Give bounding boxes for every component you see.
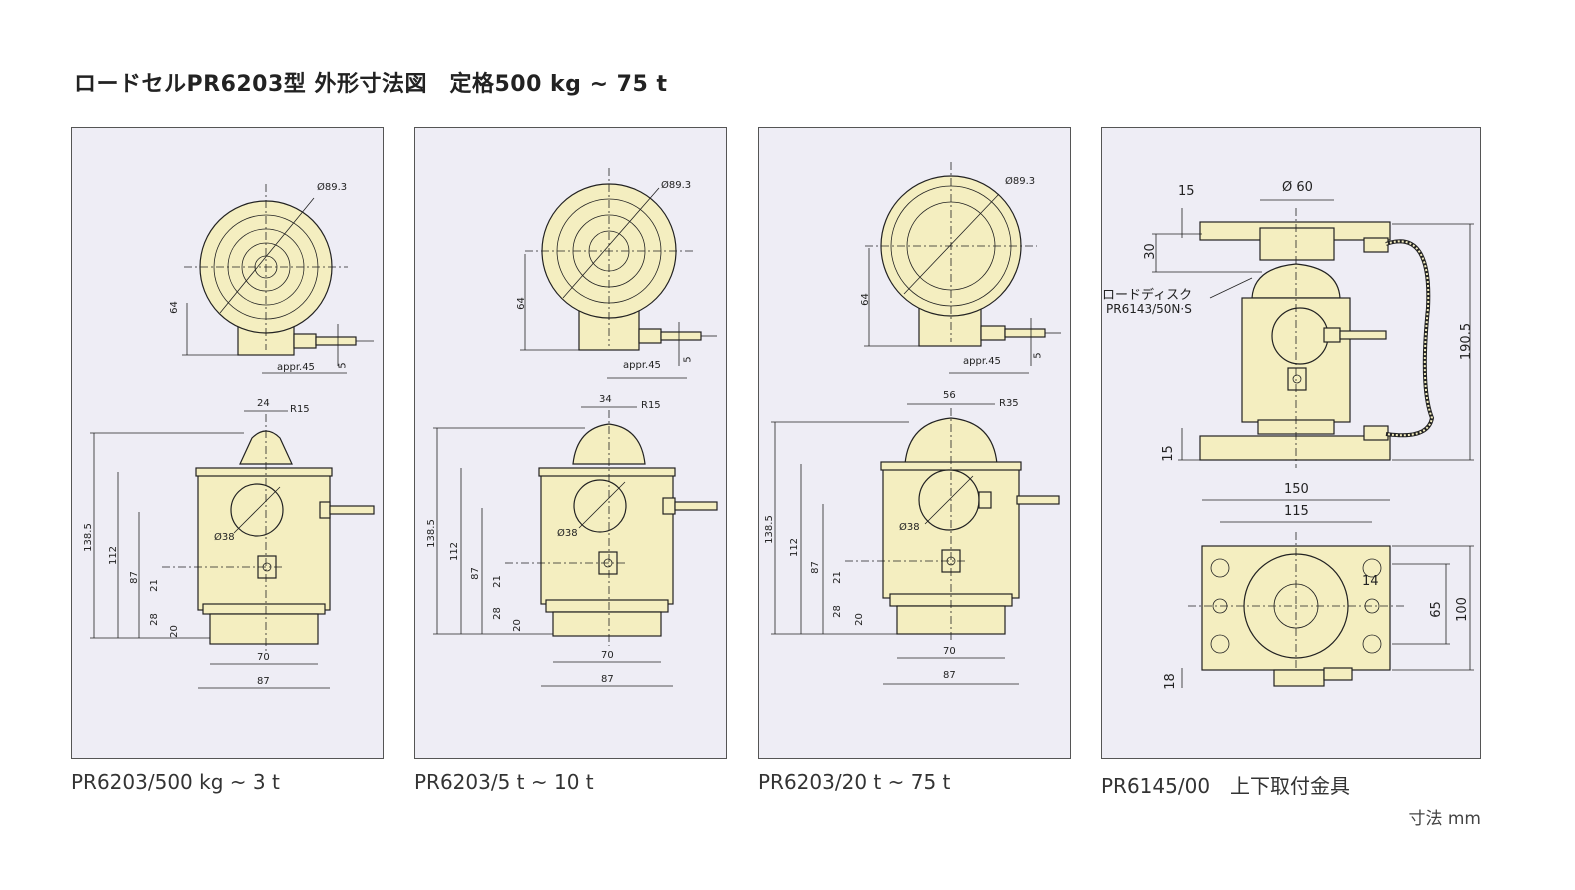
dim-height-20: 20 bbox=[853, 613, 865, 626]
dim-height-28: 28 bbox=[491, 607, 503, 620]
loadcell-drawing-1 bbox=[90, 184, 375, 689]
dim-height-190: 190.5 bbox=[1459, 322, 1475, 361]
dim-dome-width: 24 bbox=[257, 398, 270, 409]
dim-dome-radius: R15 bbox=[290, 404, 310, 415]
caption-panel-1: PR6203/500 kg ~ 3 t bbox=[71, 770, 280, 794]
dim-width-115: 115 bbox=[1284, 504, 1309, 519]
page-title: ロードセルPR6203型 外形寸法図 定格500 kg ~ 75 t bbox=[74, 72, 668, 97]
dim-diameter-top: Ø89.3 bbox=[317, 182, 348, 193]
dim-cable-length: appr.45 bbox=[623, 360, 661, 371]
dim-height-138: 138.5 bbox=[82, 523, 94, 552]
caption-panel-mount: PR6145/00 上下取付金具 bbox=[1101, 774, 1351, 798]
dim-dome-radius: R35 bbox=[999, 398, 1019, 409]
dim-cable-5: 5 bbox=[682, 356, 694, 363]
mount-drawing bbox=[1152, 199, 1474, 688]
dim-width-70: 70 bbox=[601, 650, 614, 661]
dim-width-150: 150 bbox=[1284, 482, 1309, 497]
dim-height-21: 21 bbox=[491, 575, 503, 588]
unit-note: 寸法 mm bbox=[1408, 809, 1481, 829]
dim-height-138: 138.5 bbox=[763, 515, 775, 544]
caption-panel-3: PR6203/20 t ~ 75 t bbox=[758, 770, 951, 794]
dim-cable-5: 5 bbox=[1032, 352, 1044, 359]
dim-width-87: 87 bbox=[257, 676, 270, 687]
dim-width-70: 70 bbox=[257, 652, 270, 663]
dim-height-112: 112 bbox=[108, 545, 120, 566]
dim-diameter-60: Ø 60 bbox=[1282, 180, 1313, 195]
dim-bottom-15: 15 bbox=[1160, 445, 1176, 462]
dim-cable-length: appr.45 bbox=[963, 356, 1001, 367]
dim-dome-width: 34 bbox=[599, 394, 612, 405]
dim-gauge-diameter: Ø38 bbox=[557, 528, 578, 539]
dim-height-64: 64 bbox=[859, 293, 871, 306]
dim-height-100: 100 bbox=[1454, 597, 1470, 622]
dim-cable-5: 5 bbox=[337, 362, 349, 369]
label-load-disk-part: PR6143/50N·S bbox=[1106, 302, 1192, 316]
dim-width-87: 87 bbox=[943, 670, 956, 681]
dim-height-138: 138.5 bbox=[425, 519, 437, 548]
dim-height-87: 87 bbox=[809, 561, 821, 574]
dim-height-112: 112 bbox=[789, 537, 801, 558]
drawing-panel-1: Ø89.3 64 appr.45 5 24 R15 138.5 112 87 2… bbox=[71, 127, 384, 759]
dim-dome-radius: R15 bbox=[641, 400, 661, 411]
dim-height-28: 28 bbox=[831, 605, 843, 618]
dim-height-64: 64 bbox=[168, 301, 180, 314]
dim-height-21: 21 bbox=[831, 571, 843, 584]
dim-height-18: 18 bbox=[1162, 673, 1178, 690]
dim-height-87: 87 bbox=[128, 571, 140, 584]
dim-height-30: 30 bbox=[1142, 243, 1158, 260]
dim-top-15: 15 bbox=[1178, 184, 1195, 199]
dim-height-20: 20 bbox=[511, 619, 523, 632]
dim-gauge-diameter: Ø38 bbox=[214, 532, 235, 543]
dim-gauge-diameter: Ø38 bbox=[899, 522, 920, 533]
dim-height-21: 21 bbox=[148, 579, 160, 592]
dim-diameter-top: Ø89.3 bbox=[661, 180, 692, 191]
dim-height-87: 87 bbox=[469, 567, 481, 580]
dim-dome-width: 56 bbox=[943, 390, 956, 401]
drawing-panel-2: Ø89.3 64 appr.45 5 34 R15 138.5 112 87 2… bbox=[414, 127, 727, 759]
dim-diameter-top: Ø89.3 bbox=[1005, 176, 1036, 187]
dim-height-20: 20 bbox=[168, 625, 180, 638]
loadcell-drawing-2 bbox=[433, 168, 718, 687]
drawing-panel-3: Ø89.3 64 appr.45 5 56 R35 138.5 112 87 2… bbox=[758, 127, 1071, 759]
dim-height-65: 65 bbox=[1428, 601, 1444, 618]
dim-cable-length: appr.45 bbox=[277, 362, 315, 373]
dim-width-70: 70 bbox=[943, 646, 956, 657]
dim-height-64: 64 bbox=[515, 297, 527, 310]
loadcell-drawing-3 bbox=[771, 162, 1061, 685]
label-load-disk: ロードディスク bbox=[1102, 288, 1193, 303]
caption-panel-2: PR6203/5 t ~ 10 t bbox=[414, 770, 594, 794]
dim-hole-14: 14 bbox=[1362, 574, 1379, 589]
dim-width-87: 87 bbox=[601, 674, 614, 685]
drawing-panel-mount: 15 Ø 60 30 ロードディスク PR6143/50N·S 190.5 15… bbox=[1101, 127, 1481, 759]
dim-height-112: 112 bbox=[449, 541, 461, 562]
dim-height-28: 28 bbox=[148, 613, 160, 626]
